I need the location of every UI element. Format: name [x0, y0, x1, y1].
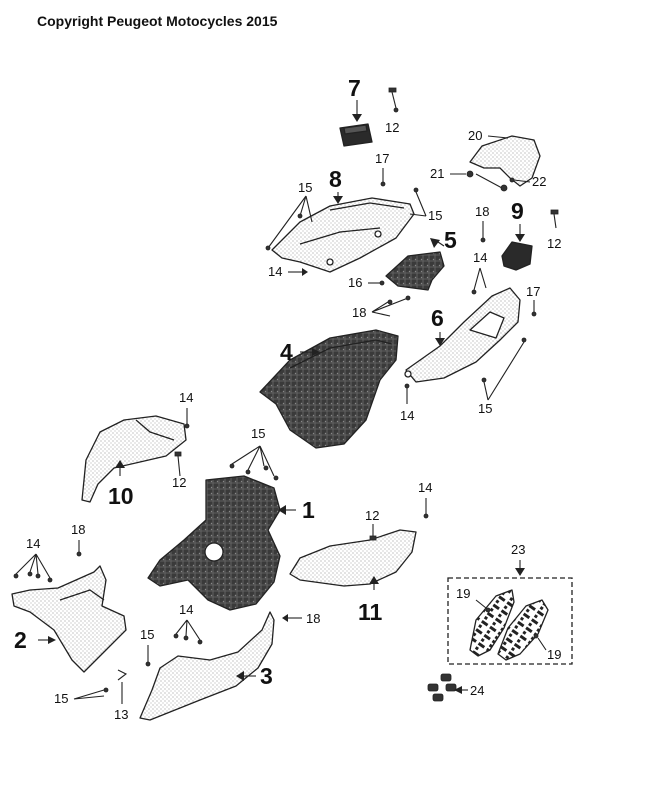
- part-1-floor-panel: [147, 475, 281, 611]
- label-callout-19: 19: [547, 647, 561, 662]
- part-6-side-cover: [404, 287, 521, 383]
- label-callout-15: 15: [478, 401, 492, 416]
- label-callout-22: 22: [532, 174, 546, 189]
- screw-icon: [388, 87, 399, 113]
- label-part-3: 3: [260, 663, 273, 689]
- label-callout-18: 18: [71, 522, 85, 537]
- label-callout-12: 12: [547, 236, 561, 251]
- label-callout-17: 17: [526, 284, 540, 299]
- part-23-floor-mat-kit[interactable]: [447, 577, 573, 665]
- label-callout-15: 15: [251, 426, 265, 441]
- label-callout-15: 15: [298, 180, 312, 195]
- label-part-9: 9: [511, 198, 524, 224]
- label-callout-15: 15: [140, 627, 154, 642]
- label-callout-19: 19: [456, 586, 470, 601]
- label-callout-14: 14: [418, 480, 432, 495]
- label-callout-20: 20: [468, 128, 482, 143]
- label-callout-15: 15: [428, 208, 442, 223]
- label-part-2: 2: [14, 627, 27, 653]
- part-10-front-panel: [81, 415, 187, 503]
- part-2-lower-front-panel: [11, 565, 127, 673]
- label-callout-21: 21: [430, 166, 444, 181]
- label-callout-15: 15: [54, 691, 68, 706]
- label-part-4: 4: [280, 339, 293, 365]
- label-callout-12: 12: [365, 508, 379, 523]
- label-part-6: 6: [431, 305, 444, 331]
- label-part-5: 5: [444, 227, 457, 253]
- label-callout-14: 14: [400, 408, 414, 423]
- label-part-11: 11: [358, 599, 383, 625]
- label-callout-18: 18: [352, 305, 366, 320]
- part-24-clips: [427, 673, 457, 702]
- label-callout-14: 14: [179, 602, 193, 617]
- label-callout-12: 12: [172, 475, 186, 490]
- part-7-cover: [339, 123, 373, 147]
- part-8-upper-cover: [271, 197, 415, 273]
- part-9-cover: [501, 241, 533, 271]
- label-callout-14: 14: [179, 390, 193, 405]
- label-callout-16: 16: [348, 275, 362, 290]
- label-callout-14: 14: [268, 264, 282, 279]
- label-part-10: 10: [108, 483, 134, 509]
- copyright-notice: Copyright Peugeot Motocycles 2015: [37, 13, 278, 29]
- label-callout-24: 24: [470, 683, 484, 698]
- label-callout-12: 12: [385, 120, 399, 135]
- label-callout-14: 14: [26, 536, 40, 551]
- part-20-windshield: [469, 135, 541, 187]
- part-11-side-panel: [289, 529, 417, 587]
- label-kit-23: 23: [511, 542, 525, 557]
- label-part-8: 8: [329, 166, 342, 192]
- label-callout-14: 14: [473, 250, 487, 265]
- label-part-1: 1: [302, 497, 315, 523]
- label-callout-18: 18: [475, 204, 489, 219]
- label-callout-13: 13: [114, 707, 128, 722]
- part-5-grille: [385, 251, 445, 291]
- part-3-lower-side-panel: [139, 611, 275, 721]
- label-callout-18: 18: [306, 611, 320, 626]
- part-4-storage-bin: [259, 329, 399, 449]
- label-callout-17: 17: [375, 151, 389, 166]
- label-part-7: 7: [348, 75, 361, 101]
